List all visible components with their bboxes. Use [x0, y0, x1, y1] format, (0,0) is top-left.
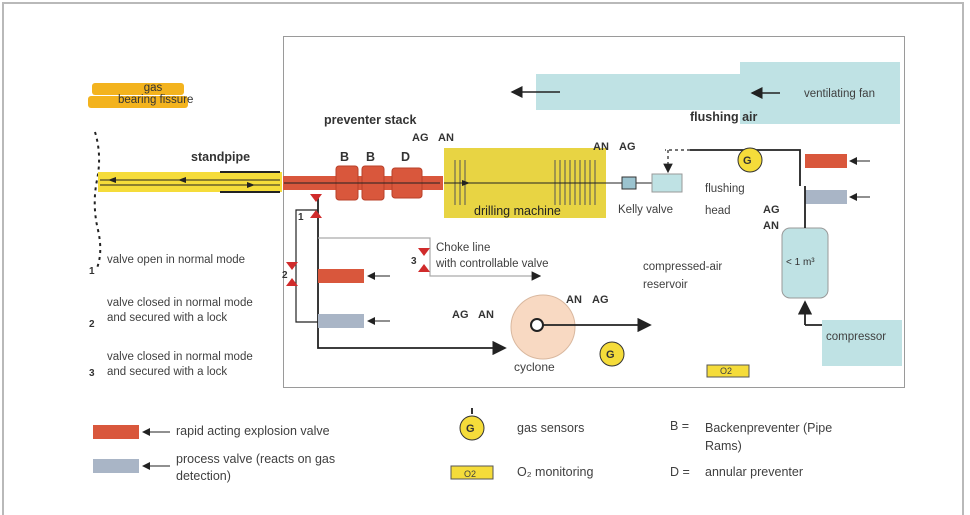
- legend-d-value: annular preventer: [705, 465, 803, 479]
- cyclone-label: cyclone: [514, 360, 555, 374]
- o2-monitor-panel: [706, 364, 750, 378]
- legend-rapid-valve: rapid acting explosion valve: [176, 424, 330, 438]
- valve-2-label: 2: [282, 270, 288, 281]
- an-label-cyclone-left: AN: [478, 309, 494, 321]
- an-label-cyclone-right: AN: [566, 294, 582, 306]
- legend-d-key: D =: [670, 465, 690, 479]
- an-label-preventer: AN: [438, 132, 454, 144]
- gas-sensor-g-flushing: G: [743, 155, 752, 167]
- kelly-valve-label: Kelly valve: [618, 204, 673, 216]
- ag-label-cyclone-left: AG: [452, 309, 469, 321]
- ventilating-fan: [510, 62, 900, 124]
- note-1-num: 1: [89, 266, 95, 277]
- flushing-head-label: flushing head: [705, 183, 745, 217]
- legend-gas-sensors: gas sensors: [517, 421, 585, 435]
- preventer-pipe: [283, 165, 443, 201]
- note-3-text: valve closed in normal mode and secured …: [107, 351, 253, 378]
- an-label-kelly: AN: [593, 141, 609, 153]
- legend-o2-monitoring: O₂ monitoring: [517, 465, 594, 479]
- ag-label-preventer: AG: [412, 132, 429, 144]
- note-1-text: valve open in normal mode: [107, 254, 246, 266]
- compressor-label: compressor: [826, 331, 887, 343]
- gas-bearing-fissure: [88, 83, 188, 269]
- equipment-area: [283, 36, 905, 388]
- ram-b1-label: B: [340, 150, 350, 164]
- return-lines: [286, 194, 542, 356]
- ventilating-fan-label: ventilating fan: [804, 88, 875, 100]
- ag-label-cyclone-right: AG: [592, 294, 609, 306]
- gas-bearing-fissure-label: gas bearing fissure: [118, 82, 194, 106]
- ram-b2-label: B: [366, 150, 376, 164]
- ag-label-compressor: AG: [763, 204, 780, 216]
- legend-symbols: [93, 408, 494, 480]
- flushing-air-line: [663, 147, 801, 186]
- drilling-machine: [444, 148, 683, 218]
- legend-gas-sensor-g: G: [466, 423, 475, 435]
- reservoir-volume-label: < 1 m³: [786, 257, 815, 268]
- o2-tag-panel: O2: [720, 366, 733, 376]
- legend-o2-tag: O2: [464, 469, 477, 479]
- ag-label-kelly: AG: [619, 141, 636, 153]
- legend-b-value: Backenpreventer (Pipe Rams): [705, 421, 833, 453]
- note-2-text: valve closed in normal mode and secured …: [107, 297, 253, 324]
- drilling-machine-label: drilling machine: [474, 204, 561, 218]
- choke-line-label: Choke line with controllable valve: [436, 242, 549, 270]
- note-2-num: 2: [89, 319, 95, 330]
- standpipe-label: standpipe: [191, 150, 251, 164]
- standpipe: [98, 171, 282, 193]
- cyclone: [510, 294, 652, 367]
- flushing-air-label: flushing air: [690, 110, 758, 124]
- valve-1-label: 1: [298, 212, 304, 223]
- legend-b-key: B =: [670, 419, 690, 433]
- preventer-stack-label: preventer stack: [324, 113, 417, 127]
- an-label-compressor: AN: [763, 220, 779, 232]
- compressed-air-reservoir-label: compressed-air reservoir: [643, 261, 723, 291]
- compressor-system: [781, 154, 902, 366]
- valve-3-label: 3: [411, 256, 417, 267]
- ram-d-label: D: [401, 150, 411, 164]
- note-3-num: 3: [89, 368, 95, 379]
- gas-sensor-g-cyclone: G: [606, 349, 615, 361]
- legend-process-valve: process valve (reacts on gas detection): [176, 452, 336, 483]
